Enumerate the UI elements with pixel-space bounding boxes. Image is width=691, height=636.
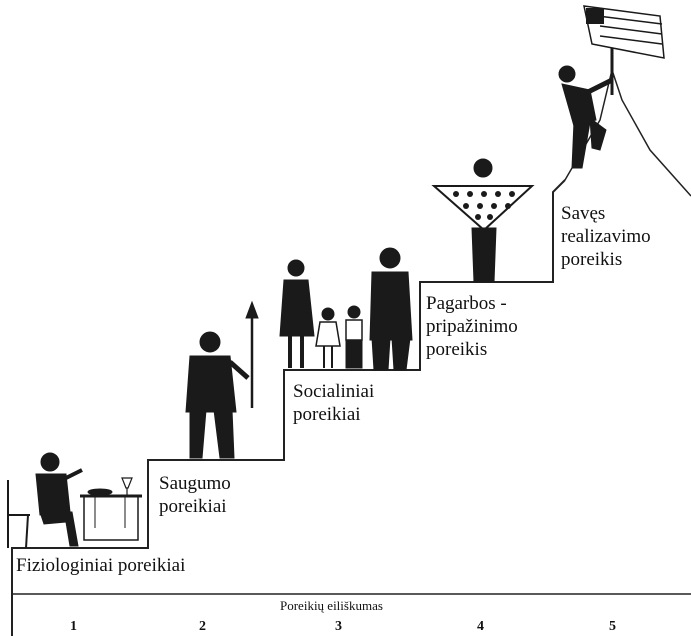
step-1-label: Fiziologiniai poreikiai [16, 554, 185, 577]
step-3-label-line-1: Socialiniai [293, 381, 375, 402]
axis-title: Poreikių eiliškumas [280, 598, 383, 613]
step-2-label-line-1: Saugumo [159, 473, 231, 494]
step-4-label-line-2: pripažinimo [426, 316, 518, 337]
step-5-label: Savęs realizavimo poreikis [561, 202, 651, 271]
axis-number-5: 5 [609, 619, 616, 634]
step-5-label-line-3: poreikis [561, 249, 623, 270]
man-with-spear-icon [185, 300, 259, 459]
step-4-label-line-3: poreikis [426, 339, 488, 360]
step-4-label-line-1: Pagarbos - [426, 293, 507, 314]
step-3-label-line-2: poreikiai [293, 404, 361, 425]
step-5-label-line-2: realizavimo [561, 226, 651, 247]
family-icon [279, 247, 413, 371]
step-3-label: Socialiniai poreikiai [293, 380, 374, 426]
man-with-banner-icon [431, 158, 535, 283]
axis-number-4: 4 [477, 619, 484, 634]
step-2-label-line-2: poreikiai [159, 496, 227, 517]
step-5-label-line-1: Savęs [561, 203, 606, 224]
step-1-label-line-1: Fiziologiniai poreikiai [16, 555, 186, 576]
diner-at-table-icon [7, 452, 142, 549]
axis-number-2: 2 [199, 619, 206, 634]
climber-with-flag-icon [558, 5, 665, 169]
step-2-label: Saugumo poreikiai [159, 472, 231, 518]
staircase-outline [11, 179, 566, 636]
axis-number-3: 3 [335, 619, 342, 634]
step-4-label: Pagarbos - pripažinimo poreikis [426, 292, 518, 361]
axis-number-1: 1 [70, 619, 77, 634]
